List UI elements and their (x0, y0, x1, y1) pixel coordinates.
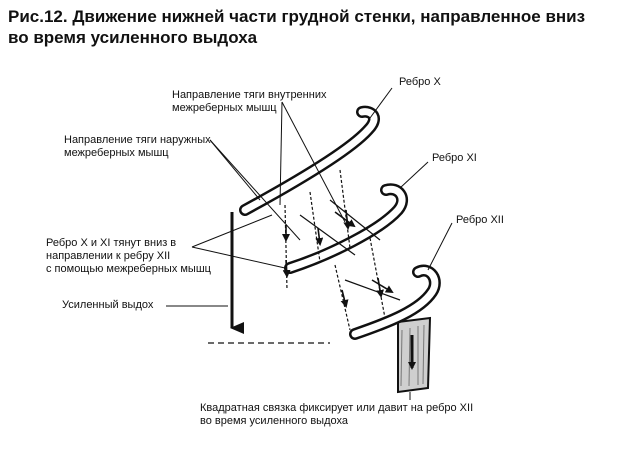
rib-xii (349, 264, 441, 340)
figure-title: Рис.12. Движение нижней части грудной ст… (8, 6, 614, 48)
label-ligament-line-1: Квадратная связка фиксирует или давит на… (200, 402, 474, 414)
label-pull-line-3: с помощью межреберных мышц (46, 263, 211, 275)
label-forced-exhale: Усиленный выдох (62, 299, 154, 311)
label-rib-xii: Ребро XII (456, 214, 504, 226)
label-external-line-1: Направление тяги наружных (64, 134, 211, 146)
label-internal-intercostal: Направление тяги внутренних межреберных … (172, 89, 326, 115)
label-ribs-pulled: Ребро X и XI тянут вниз в направлении к … (46, 237, 211, 276)
quadratus-ligament (397, 316, 432, 394)
label-internal-line-1: Направление тяги внутренних (172, 89, 327, 101)
figure-title-line-1: Рис.12. Движение нижней части грудной ст… (8, 7, 586, 26)
pull-arrows (282, 209, 394, 308)
rib-xi (284, 183, 409, 274)
label-rib-xi: Ребро XI (432, 152, 477, 164)
figure-title-line-2: во время усиленного выдоха (8, 28, 258, 47)
label-external-line-2: межреберных мышц (64, 147, 169, 159)
label-internal-line-2: межреберных мышц (172, 102, 277, 114)
label-ligament-line-2: во время усиленного выдоха (200, 415, 348, 427)
label-pull-line-1: Ребро X и XI тянут вниз в (46, 237, 177, 249)
label-rib-x: Ребро X (399, 76, 441, 88)
label-pull-line-2: направлении к ребру XII (46, 250, 171, 262)
rib-x (239, 105, 380, 216)
label-external-intercostal: Направление тяги наружных межреберных мы… (64, 134, 211, 160)
label-quadratus-ligament: Квадратная связка фиксирует или давит на… (200, 402, 473, 428)
leader-lines (166, 87, 453, 400)
